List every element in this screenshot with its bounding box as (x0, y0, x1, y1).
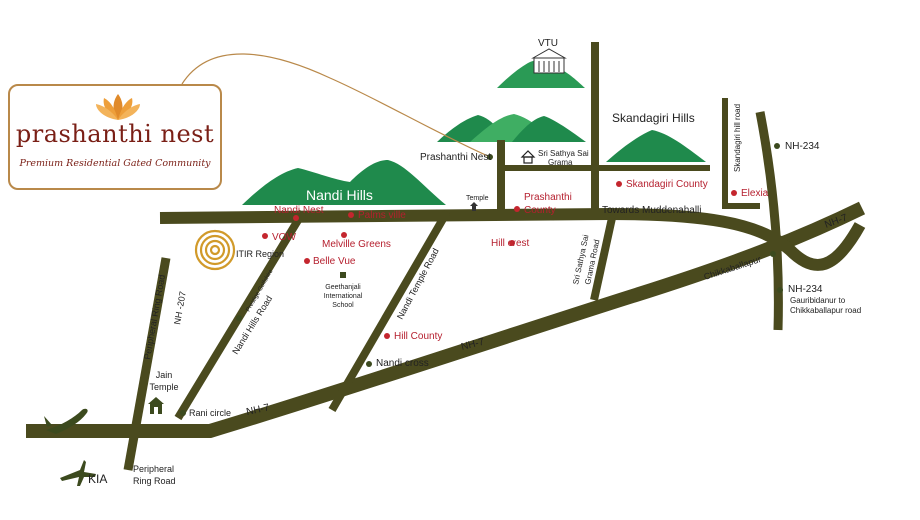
svg-text:Chikkaballapur road: Chikkaballapur road (790, 306, 861, 315)
label-nh234-b: NH-234 (788, 284, 823, 295)
marker-chikkaballapur (770, 251, 776, 257)
label-nh7-a: NH-7 (245, 402, 271, 418)
airport-icon (44, 408, 96, 486)
label-palms-ville: Palms ville (358, 210, 406, 221)
label-prashanthi-county-2: County (524, 205, 556, 216)
road-nandi-temple (328, 209, 451, 413)
marker-rani-circle (180, 410, 186, 416)
label-jain-temple: Jain Temple (149, 370, 178, 392)
itir-spiral-icon (194, 229, 236, 271)
label-nh234-a: NH-234 (785, 141, 820, 152)
label-kia: KIA (88, 472, 107, 486)
marker-geethanjali-school (340, 272, 346, 278)
label-hill-crest: Hill crest (491, 238, 530, 249)
prashanthi-nest-logo: prashanthi nest Premium Residential Gate… (8, 84, 222, 190)
label-itir-region: ITIR Region (236, 249, 284, 259)
road-network (26, 42, 866, 471)
road-chikkaballapur (159, 207, 866, 271)
label-temple: Temple (466, 195, 489, 202)
label-melville-greens: Melville Greens (322, 239, 391, 250)
svg-text:Peripheral: Peripheral (133, 464, 174, 474)
skandagiri-hills-label: Skandagiri Hills (612, 111, 695, 125)
vtu-building-icon (531, 48, 567, 74)
marker-prashanthi-nest (487, 154, 493, 160)
label-peripheral-ring-road-b: Peripheral Ring Road (133, 464, 176, 486)
road-peripheral-ring (123, 257, 171, 471)
jain-temple-icon (148, 397, 164, 414)
road-nh234 (755, 111, 783, 331)
label-geethanjali-school: Geethanjali International School (324, 284, 363, 309)
svg-text:Ring Road: Ring Road (133, 476, 176, 486)
label-sri-sathya-sai-grama: Sri Sathya Sai Grama (538, 149, 589, 167)
label-rani-circle: Rani circle (189, 408, 231, 418)
label-nandi-nest: Nandi Nest (274, 205, 324, 216)
label-prashanthi-county-1: Prashanthi (524, 192, 572, 203)
label-towards-muddenahalli: Towards Muddenahalli (602, 205, 702, 216)
logo-tagline: Premium Residential Gated Community (19, 158, 211, 169)
label-nh7-c: NH-7 (823, 212, 849, 230)
vtu-hill (497, 60, 585, 88)
skandagiri-hill (606, 130, 706, 162)
label-belle-vue: Belle Vue (313, 256, 356, 267)
label-vow: VOW (272, 232, 296, 243)
poi-labels: Nandi Nest Palms ville Prashanthi County… (272, 179, 769, 342)
prashanthi-hills (437, 114, 586, 142)
svg-text:Sri Sathya Sai: Sri Sathya Sai (538, 149, 589, 158)
nandi-hills-label: Nandi Hills (306, 187, 373, 203)
svg-text:Gauribidanur to: Gauribidanur to (790, 296, 846, 305)
marker-nh234-south (777, 287, 783, 293)
logo-leader-line (181, 53, 491, 158)
svg-text:Geethanjali: Geethanjali (325, 284, 361, 291)
svg-text:Jain: Jain (156, 370, 173, 380)
label-elexia: Elexia (741, 188, 769, 199)
label-gauribidanur: Gauribidanur to Chikkaballapur road (790, 296, 861, 315)
temple-icon (470, 202, 478, 211)
label-nh207: NH -207 (172, 291, 188, 326)
label-skandagiri-county: Skandagiri County (626, 179, 708, 190)
label-prashanthi-nest: Prashanthi Nest (420, 152, 491, 163)
logo-title: prashanthi nest (15, 120, 215, 148)
vtu-label: VTU (538, 38, 558, 49)
poi-markers (262, 181, 737, 339)
marker-nandi-cross (366, 361, 372, 367)
road-skandagiri (722, 98, 760, 209)
svg-text:Temple: Temple (149, 382, 178, 392)
svg-text:School: School (332, 302, 354, 309)
svg-text:International: International (324, 293, 363, 300)
sai-grama-house-icon (520, 150, 536, 164)
label-skandagiri-hill-road: Skandagiri hill road (733, 104, 742, 172)
road-nandi-hills (174, 209, 307, 421)
road-sathya-sai-grama (590, 217, 616, 301)
marker-nh234-north (774, 143, 780, 149)
lotus-emblem-icon (96, 94, 140, 120)
label-nandi-cross: Nandi cross (376, 358, 429, 369)
svg-text:Grama: Grama (548, 158, 573, 167)
nandi-hill (242, 160, 446, 205)
marker-prestige-golfshire (236, 315, 242, 321)
landmark-markers (180, 143, 783, 416)
label-hill-county: Hill County (394, 331, 442, 342)
